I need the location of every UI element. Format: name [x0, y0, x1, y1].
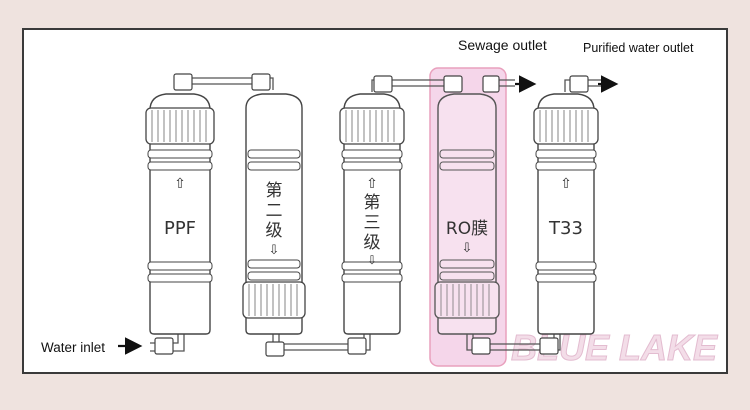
cartridge-ppf-up-arrow: ⇧ — [174, 176, 186, 192]
cartridge-stage-2-label-line-3: 级 — [266, 221, 283, 241]
cartridge-stage-2: 第 二 级 ⇩ — [242, 93, 306, 335]
cartridge-stage-3-up-arrow: ⇧ — [366, 176, 378, 192]
cartridge-stage-2-label-line-1: 第 — [266, 181, 283, 201]
cartridge-stage-2-label-line-2: 二 — [266, 201, 283, 221]
fitting — [251, 73, 271, 91]
flow-arrows — [118, 75, 619, 355]
water-inlet-label: Water inlet — [41, 340, 105, 355]
fitting — [471, 337, 491, 355]
cartridge-stage-3-label-line-3: 级 — [364, 233, 381, 253]
cartridge-t33-up-arrow: ⇧ — [560, 176, 572, 192]
cartridge-stage-3-label-line-1: 第 — [364, 193, 381, 213]
fitting — [173, 73, 193, 91]
fitting — [373, 75, 393, 93]
watermark: BLUE LAKE — [511, 327, 718, 368]
cartridge-ro-label: RO膜 — [446, 219, 488, 239]
fitting — [443, 75, 463, 93]
cartridge-t33-label: T33 — [548, 218, 583, 239]
fitting — [569, 75, 589, 93]
fitting — [539, 337, 559, 355]
cartridge-ro-membrane: RO膜 ⇩ — [434, 93, 500, 335]
fitting — [482, 75, 500, 93]
pipe-purified — [564, 79, 605, 92]
fitting — [265, 341, 285, 357]
cartridge-stage-3-down-arrow: ⇩ — [367, 253, 377, 267]
cartridge-stage-2-down-arrow: ⇩ — [269, 243, 280, 258]
sewage-outlet-label: Sewage outlet — [458, 37, 547, 53]
cartridge-t33: ⇧ T33 — [533, 93, 599, 335]
cartridge-stage-3: ⇧ 第 三 级 ⇩ — [339, 93, 405, 335]
cartridge-ro-down-arrow: ⇩ — [462, 241, 473, 256]
cartridge-stage-3-label-line-2: 三 — [364, 213, 381, 233]
purified-water-outlet-label: Purified water outlet — [583, 41, 694, 55]
cartridge-ppf-label: PPF — [164, 218, 196, 239]
pipe-4-5-bottom — [466, 334, 561, 351]
fitting — [154, 337, 174, 355]
cartridge-ppf: ⇧ PPF — [145, 93, 215, 335]
fitting — [347, 337, 367, 355]
fittings — [154, 73, 589, 357]
